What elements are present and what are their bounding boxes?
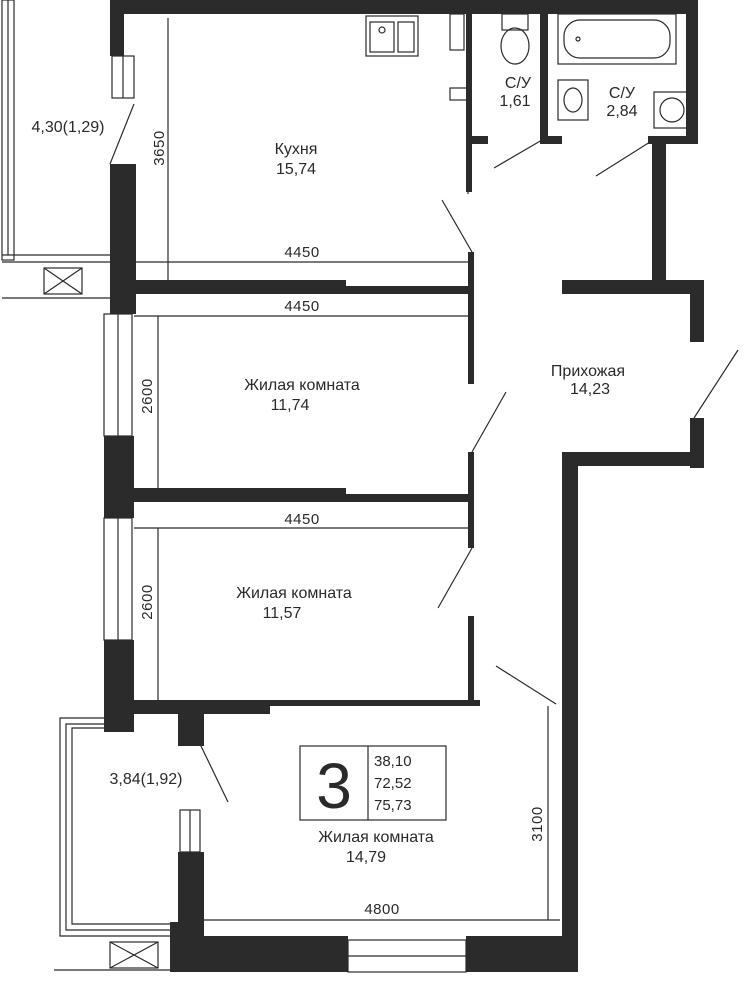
kitchen-area: 15,74	[276, 161, 316, 178]
washing-machine-icon	[653, 91, 689, 129]
summary-frame	[299, 745, 447, 821]
balcony-bottom	[54, 717, 201, 971]
living1-area: 11,74	[271, 397, 310, 414]
living2-area: 11,57	[263, 605, 302, 622]
bath2-name: С/У	[609, 85, 636, 102]
hall-name: Прихожая	[551, 363, 625, 380]
kitchen-height-label: 3650	[151, 130, 168, 165]
stove-icon	[449, 13, 469, 101]
living2-width-label: 4450	[284, 511, 319, 528]
living3-name: Жилая комната	[318, 829, 434, 846]
living3-area: 14,79	[346, 849, 386, 866]
living2-name: Жилая комната	[236, 585, 352, 602]
toilet-icon	[500, 13, 530, 65]
balcony2-area: 3,84(1,92)	[110, 771, 183, 788]
living1-width-label: 4450	[284, 298, 319, 315]
living1-height-label: 2600	[139, 378, 156, 413]
living-area-value: 38,10	[374, 753, 412, 770]
summary-box: 3 38,10 72,52 75,73	[299, 745, 447, 822]
total-area-value: 72,52	[374, 775, 412, 792]
living3-width-label: 4800	[364, 901, 399, 918]
dimension-lines	[134, 18, 560, 921]
bath2-area: 2,84	[606, 103, 637, 120]
ventilation-box-icon	[109, 941, 159, 969]
living2-height-label: 2600	[139, 584, 156, 619]
kitchen-width-label: 4450	[284, 244, 319, 261]
balcony-top	[1, 0, 110, 299]
doors	[109, 103, 739, 803]
washbasin-icon	[557, 79, 589, 121]
kitchen-sink-icon	[365, 15, 419, 57]
hall-area: 14,23	[570, 381, 610, 398]
bathtub-icon	[557, 13, 677, 65]
kitchen-name: Кухня	[275, 141, 318, 158]
rooms-count: 3	[316, 750, 352, 822]
bath1-area: 1,61	[499, 93, 530, 110]
balcony1-area: 4,30(1,29)	[32, 119, 105, 136]
walls	[103, 0, 704, 973]
total-with-balconies-value: 75,73	[374, 797, 412, 814]
bath1-name: С/У	[505, 75, 532, 92]
ventilation-box-icon	[43, 267, 83, 295]
living1-name: Жилая комната	[244, 377, 360, 394]
living3-height-label: 3100	[529, 806, 546, 841]
